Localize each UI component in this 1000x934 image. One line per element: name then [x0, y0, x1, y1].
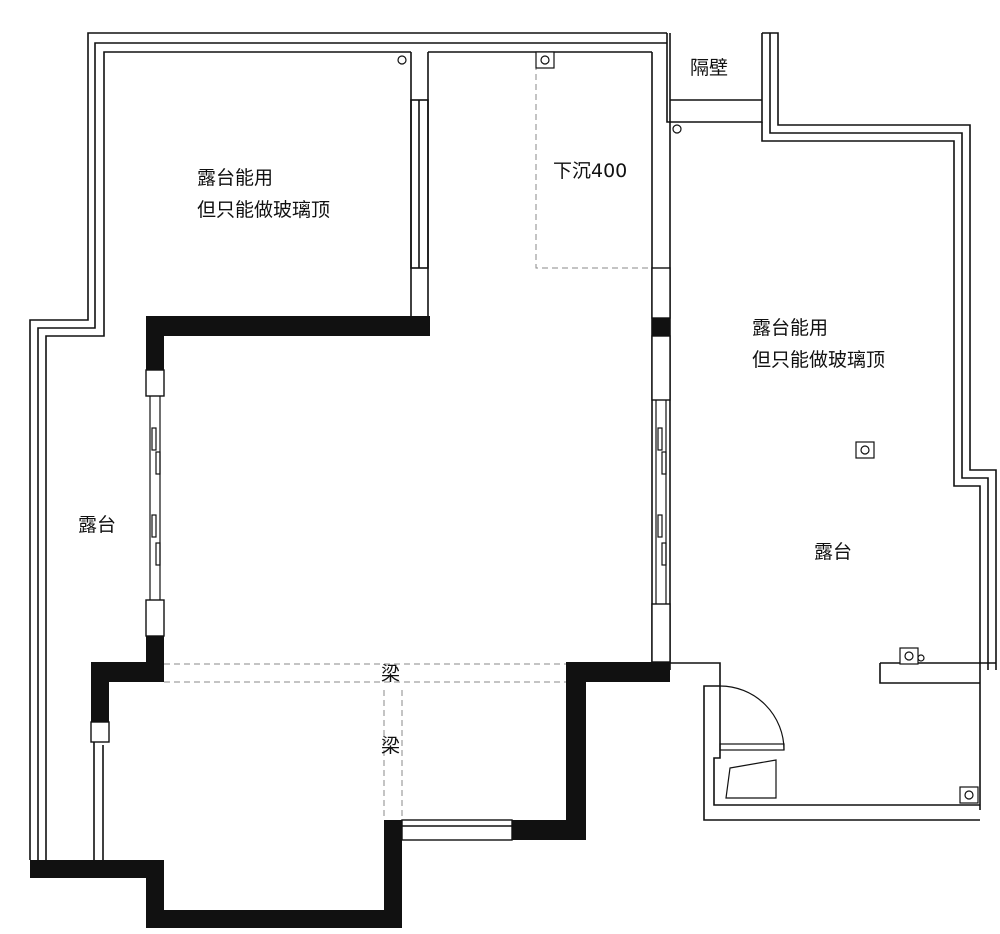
beam-vertical-label: 梁 — [381, 735, 400, 757]
terrace-top-left-label-line1: 露台能用 — [197, 167, 273, 189]
structural-walls — [30, 316, 670, 928]
terrace-right-label: 露台 — [814, 541, 852, 563]
outer-parapet-walls — [29, 32, 997, 860]
beam-horizontal-label: 梁 — [381, 663, 400, 685]
swing-door — [719, 685, 785, 799]
windows-and-openings — [90, 267, 671, 841]
sliding-door-left — [149, 396, 161, 600]
sliding-door-right — [655, 400, 667, 604]
partition-label: 隔壁 — [690, 57, 728, 79]
terrace-top-left-label-line2: 但只能做玻璃顶 — [197, 199, 330, 221]
dashed-guides — [164, 64, 652, 818]
sunken-area-label: 下沉400 — [553, 160, 627, 182]
terrace-left-label: 露台 — [78, 514, 116, 536]
terrace-right-glass-label-line2: 但只能做玻璃顶 — [752, 349, 885, 371]
pipe-symbols — [397, 51, 979, 804]
terrace-right-glass-label-line1: 露台能用 — [752, 317, 828, 339]
